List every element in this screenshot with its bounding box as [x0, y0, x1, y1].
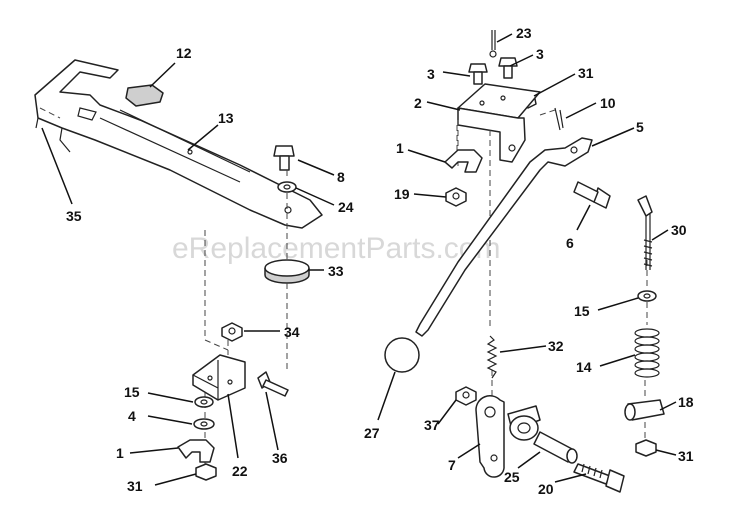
callout-2: 2 — [414, 95, 422, 111]
callout-22: 22 — [232, 463, 248, 479]
callout-34: 34 — [284, 324, 300, 340]
callout-31-right: 31 — [678, 448, 694, 464]
callout-37: 37 — [424, 417, 440, 433]
extension-spring — [486, 335, 498, 379]
callout-4: 4 — [128, 408, 136, 424]
callout-15-right: 15 — [574, 303, 590, 319]
callout-3-left: 3 — [427, 66, 435, 82]
callout-7: 7 — [448, 457, 456, 473]
lever-plate — [475, 395, 541, 478]
nut-right-bottom — [635, 439, 657, 457]
callout-8: 8 — [337, 169, 345, 185]
callout-23: 23 — [516, 25, 532, 41]
bolt-top-left — [468, 63, 488, 85]
cotter-pin — [489, 30, 497, 58]
clip-left — [177, 439, 215, 463]
nut-left-bottom — [195, 463, 217, 481]
callout-24: 24 — [338, 199, 354, 215]
shift-knob — [384, 337, 420, 373]
callout-5: 5 — [636, 119, 644, 135]
lever-arm — [34, 59, 323, 229]
callout-25: 25 — [504, 469, 520, 485]
callout-14: 14 — [576, 359, 592, 375]
washer-left-mid — [193, 418, 215, 430]
washer — [277, 181, 297, 193]
bolt-top-right — [498, 57, 518, 79]
callout-35: 35 — [66, 208, 82, 224]
washer-left-top — [194, 396, 214, 408]
mount-bracket — [192, 354, 246, 401]
carriage-bolt — [257, 371, 289, 397]
callout-31-left: 31 — [127, 478, 143, 494]
bolt — [273, 145, 295, 171]
callout-18: 18 — [678, 394, 694, 410]
washer-right — [637, 290, 657, 302]
callout-12: 12 — [176, 45, 192, 61]
clip-right — [444, 149, 483, 173]
spacer-disc — [264, 259, 310, 284]
threaded-rod — [637, 195, 653, 270]
compression-spring — [634, 328, 660, 378]
watermark: eReplacementParts.com — [172, 232, 500, 265]
grip-pad — [125, 84, 164, 107]
nut-37 — [455, 386, 477, 406]
callout-15-left: 15 — [124, 384, 140, 400]
callout-31-top: 31 — [578, 65, 594, 81]
callout-10: 10 — [600, 95, 616, 111]
nut — [221, 322, 243, 342]
callout-32: 32 — [548, 338, 564, 354]
pivot-bracket — [457, 83, 541, 163]
callout-13: 13 — [218, 110, 234, 126]
callout-6: 6 — [566, 235, 574, 251]
pin — [533, 431, 578, 464]
shoulder-bolt — [573, 181, 611, 209]
shift-rod — [415, 137, 593, 337]
callout-19: 19 — [394, 186, 410, 202]
callout-3-right: 3 — [536, 46, 544, 62]
swivel — [624, 399, 665, 421]
bolt-20 — [573, 463, 625, 493]
callout-36: 36 — [272, 450, 288, 466]
callout-30: 30 — [671, 222, 687, 238]
callout-20: 20 — [538, 481, 554, 497]
callout-27: 27 — [364, 425, 380, 441]
callout-33: 33 — [328, 263, 344, 279]
nut-19 — [445, 187, 467, 207]
spring-pin — [554, 107, 564, 131]
callout-1-right: 1 — [396, 140, 404, 156]
callout-1-left: 1 — [116, 445, 124, 461]
